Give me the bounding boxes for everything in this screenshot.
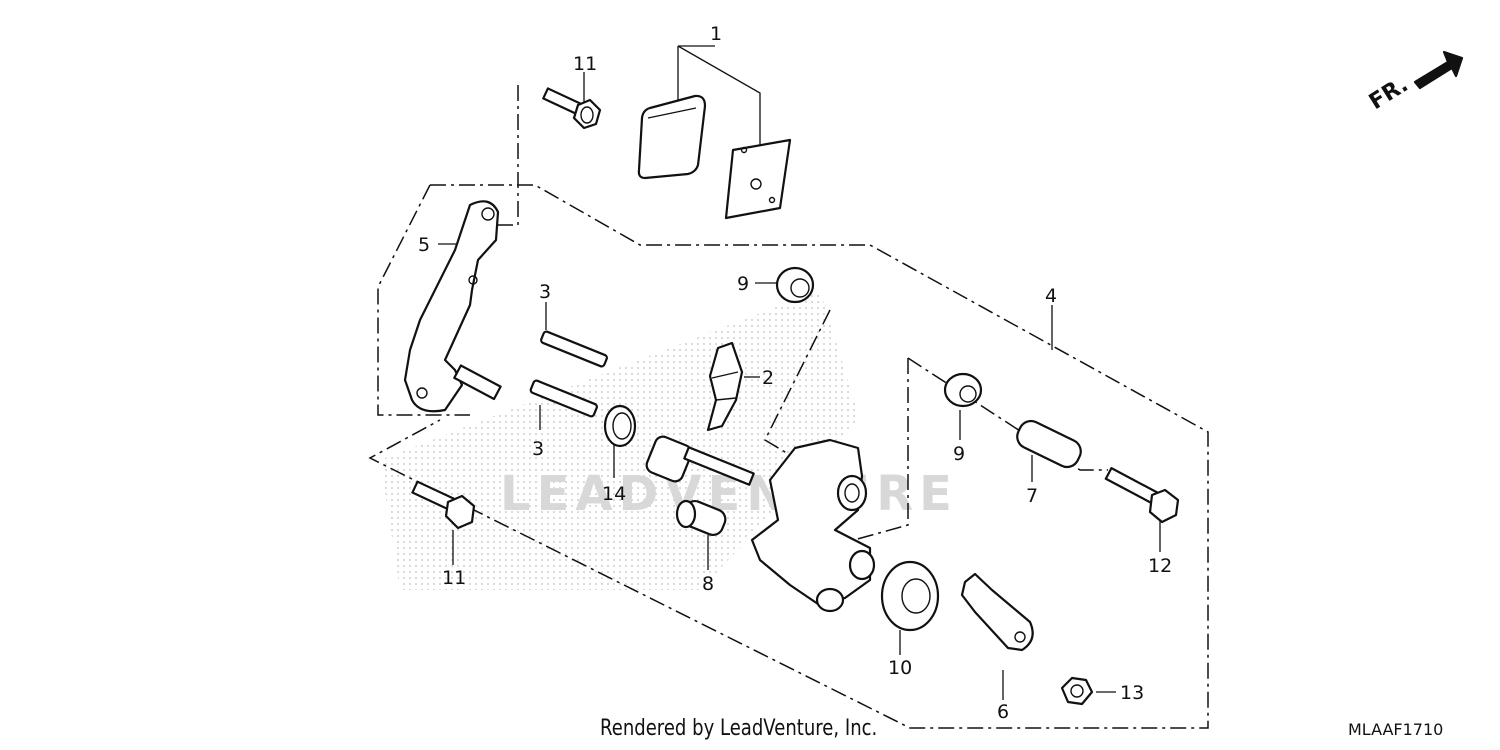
seal-ring: [880, 560, 940, 632]
front-direction-label: FR.: [1365, 72, 1413, 115]
callout-4: 4: [1045, 285, 1057, 307]
front-direction-indicator: FR.: [1365, 50, 1464, 115]
piston-rod: [645, 435, 755, 486]
o-ring: [603, 404, 637, 448]
callout-5: 5: [418, 234, 430, 256]
caliper-pin-lower: [529, 379, 598, 418]
callout-11-lower: 11: [442, 567, 466, 589]
piston: [675, 499, 727, 537]
callout-7: 7: [1026, 485, 1038, 507]
flange-bolt-top: [542, 87, 602, 130]
bolt-12: [1104, 467, 1180, 524]
callout-13: 13: [1120, 682, 1144, 704]
callout-3-upper: 3: [539, 281, 551, 303]
callout-1: 1: [710, 23, 722, 45]
callout-9-upper: 9: [737, 273, 749, 295]
parking-lever: [960, 572, 1034, 652]
callout-3-lower: 3: [532, 438, 544, 460]
caliper-pin-upper: [540, 330, 608, 368]
callout-10: 10: [888, 657, 912, 679]
sleeve: [1016, 419, 1082, 469]
callout-12: 12: [1148, 555, 1172, 577]
callout-14: 14: [602, 483, 626, 505]
boot-seal-upper: [775, 266, 815, 304]
callout-2: 2: [762, 367, 774, 389]
leader-lines: [438, 45, 1161, 700]
callout-labels: 1 2 3 3 4 5 6 7 8 9 9 10 11 11 12 13 14: [418, 23, 1172, 723]
flange-bolt-lower: [411, 480, 476, 530]
callout-9-lower: 9: [953, 443, 965, 465]
flange-nut: [1060, 676, 1094, 706]
callout-8: 8: [702, 573, 714, 595]
boot-seal-lower: [943, 372, 983, 408]
diagram-code: MLAAF1710: [1348, 720, 1444, 739]
callout-6: 6: [997, 701, 1009, 723]
render-credit: Rendered by LeadVenture, Inc.: [600, 716, 878, 741]
caliper-body: [750, 438, 876, 613]
pad-spring: [706, 341, 744, 432]
caliper-bracket: [403, 200, 502, 413]
brake-pad-set: [637, 94, 792, 220]
callout-11-upper: 11: [573, 53, 597, 75]
